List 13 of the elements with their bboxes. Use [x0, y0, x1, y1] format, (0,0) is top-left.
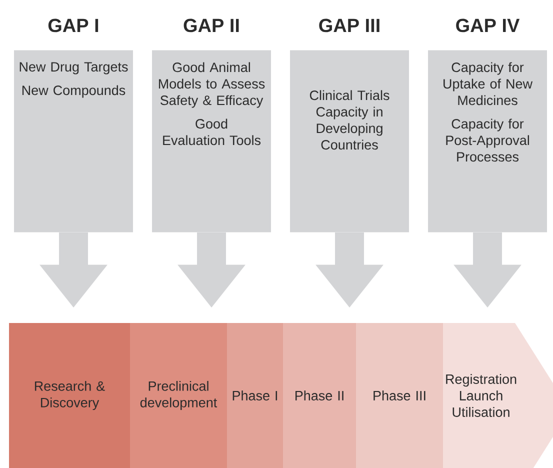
- gap-box: GAP II Good Animal Models to Assess Safety & Efficacy Good Evaluation Tools: [152, 18, 271, 232]
- stage-band: Preclinical development: [130, 323, 227, 468]
- gap-box: GAP IV Capacity for Uptake of New Medicines Capacity for Post-Approval Processes: [428, 18, 547, 232]
- stage-band: Phase III: [356, 323, 443, 468]
- node-label: GAP I: [48, 18, 98, 32]
- stage-band: Phase II: [283, 323, 356, 468]
- node-label: GAP II: [184, 18, 239, 32]
- node-label: GAP III: [319, 18, 380, 32]
- gap-box: GAP I New Drug Targets New Compounds: [14, 18, 133, 232]
- node-label: GAP IV: [456, 18, 520, 32]
- stage-band: Phase I: [227, 323, 283, 468]
- gap-box: GAP III Clinical Trials Capacity in Developing Countries: [290, 18, 409, 232]
- stage-band: Research & Discovery: [9, 323, 130, 468]
